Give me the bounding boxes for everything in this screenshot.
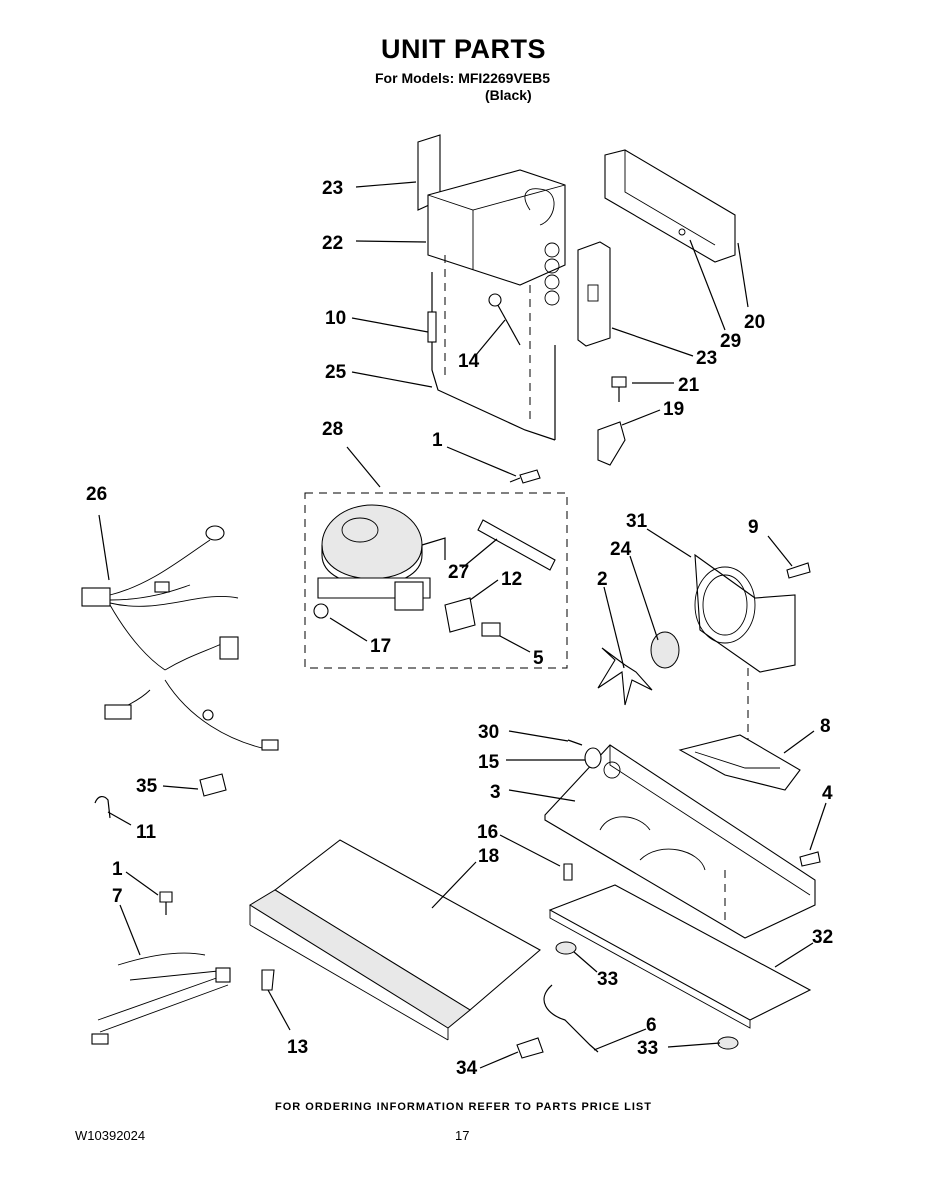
leader-lines <box>98 181 827 1069</box>
air-deflector <box>548 884 812 1029</box>
power-cord-harness <box>91 952 231 1045</box>
callout-22: 22 <box>322 233 343 254</box>
callout-20: 20 <box>744 312 765 333</box>
callout-27: 27 <box>448 562 469 583</box>
callout-7: 7 <box>112 886 123 907</box>
callout-19: 19 <box>663 399 684 420</box>
callout-13: 13 <box>287 1037 308 1058</box>
callout-34: 34 <box>456 1058 478 1079</box>
leveling-foot-a <box>555 941 577 955</box>
callout-3: 3 <box>490 782 501 803</box>
callout-11: 11 <box>136 822 157 843</box>
callout-18: 18 <box>478 846 499 867</box>
connector-35 <box>199 773 227 797</box>
clip-13 <box>261 969 275 991</box>
callout-23: 23 <box>322 178 343 199</box>
fan-shroud-assembly <box>597 553 811 706</box>
page-title: UNIT PARTS <box>381 34 546 64</box>
callout-17: 17 <box>370 636 391 657</box>
callout-33: 33 <box>597 969 618 990</box>
callout-35: 35 <box>136 776 158 797</box>
callout-9: 9 <box>748 517 759 538</box>
callout-16: 16 <box>477 822 498 843</box>
grommet-part <box>584 747 602 769</box>
condenser <box>249 839 541 1041</box>
leveling-foot-b <box>717 1036 739 1050</box>
clip-11 <box>94 796 111 819</box>
callout-23: 23 <box>696 348 717 369</box>
compressor-assembly <box>313 469 556 637</box>
callout-12: 12 <box>501 569 522 590</box>
callout-31: 31 <box>626 511 648 532</box>
page-number: 17 <box>455 1128 470 1143</box>
model-subtitle: For Models: MFI2269VEB5 (Black) <box>375 70 550 104</box>
callout-labels: 23 22 10 25 14 20 29 23 21 19 28 1 26 27… <box>86 178 833 1079</box>
compressor-group-box <box>304 492 568 669</box>
evaporator-assembly <box>417 134 566 441</box>
base-pan <box>544 744 816 939</box>
callout-24: 24 <box>610 539 632 560</box>
callout-21: 21 <box>678 375 700 396</box>
right-bracket <box>577 241 611 347</box>
callout-14: 14 <box>458 351 480 372</box>
air-duct-cover <box>604 149 736 263</box>
callout-6: 6 <box>646 1015 657 1036</box>
callout-1: 1 <box>112 859 123 880</box>
callout-8: 8 <box>820 716 831 737</box>
callout-15: 15 <box>478 752 500 773</box>
wire-harness <box>81 525 279 751</box>
callout-32: 32 <box>812 927 833 948</box>
screw-16-part <box>563 863 573 881</box>
screw-1b <box>159 891 173 903</box>
screw-part <box>799 851 821 867</box>
callout-29: 29 <box>720 331 741 352</box>
callout-2: 2 <box>597 569 608 590</box>
callout-26: 26 <box>86 484 107 505</box>
drain-tube <box>543 984 599 1053</box>
screw-and-clip <box>597 376 627 466</box>
callout-33: 33 <box>637 1038 658 1059</box>
models-line: For Models: MFI2269VEB5 <box>375 70 551 86</box>
callout-10: 10 <box>325 308 346 329</box>
callout-1: 1 <box>432 430 443 451</box>
callout-28: 28 <box>322 419 343 440</box>
callout-30: 30 <box>478 722 499 743</box>
callout-4: 4 <box>822 783 833 804</box>
color-line: (Black) <box>485 87 532 103</box>
drain-pan-bracket <box>678 734 801 791</box>
tube-part <box>567 739 583 746</box>
callout-5: 5 <box>533 648 544 669</box>
callout-25: 25 <box>325 362 347 383</box>
document-number: W10392024 <box>75 1128 146 1143</box>
ordering-note: FOR ORDERING INFORMATION REFER TO PARTS … <box>275 1101 652 1113</box>
tube-cap <box>516 1037 544 1059</box>
